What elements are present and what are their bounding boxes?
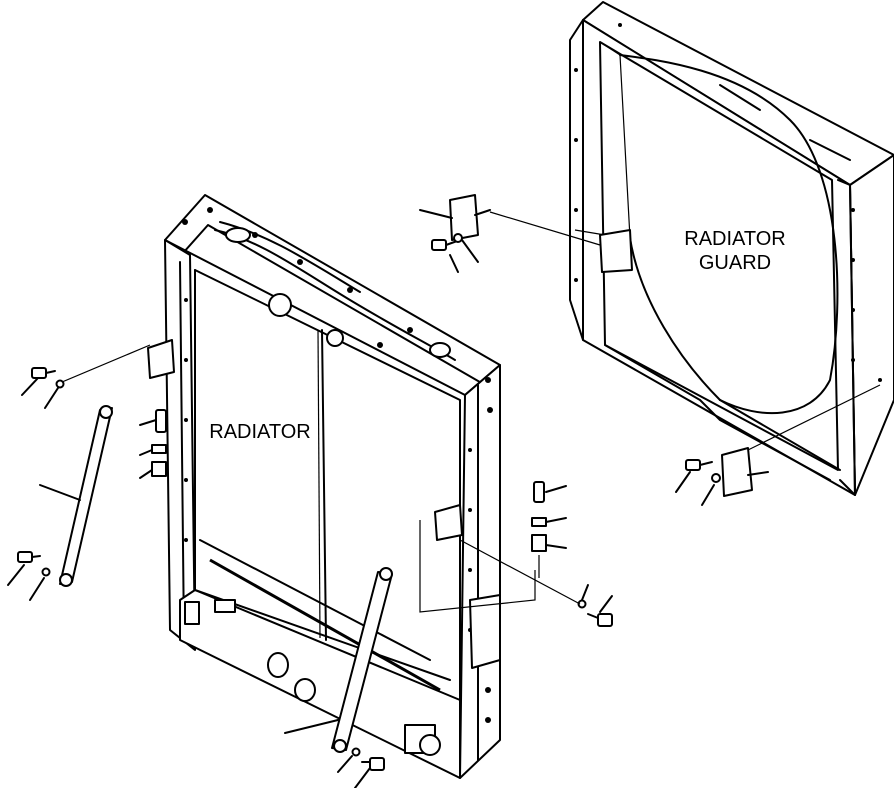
bolt-icon (17, 551, 41, 563)
bolt-icon (31, 367, 56, 379)
left-mount-hardware (139, 409, 167, 479)
washer-icon (351, 747, 361, 757)
left-stay-rod (39, 405, 113, 587)
bolt-icon (685, 459, 713, 471)
guard-upper-bracket (419, 194, 601, 273)
right-bolt-set (459, 539, 613, 627)
center-stay-rod (284, 567, 393, 753)
bolt-icon (587, 613, 613, 627)
radiator-guard-label-line1: RADIATOR (684, 228, 786, 250)
washer-icon (453, 233, 463, 243)
washer-icon (711, 473, 721, 483)
guard-lower-bracket (675, 384, 881, 506)
radiator-label: RADIATOR (209, 421, 311, 443)
radiator-guard (569, 1, 894, 496)
outlet-pipe-icon (267, 652, 289, 678)
washer-icon (55, 379, 65, 389)
radiator-guard-label-line2: GUARD (699, 252, 771, 274)
guard-mounting-holes (574, 23, 882, 382)
center-lower-bolt-set (337, 747, 385, 788)
outlet-pipe-icon (294, 678, 316, 702)
frame-bolts (182, 207, 493, 723)
bolt-icon (361, 757, 385, 771)
fitting-icon (326, 329, 344, 347)
left-upper-bolt-set (21, 344, 151, 409)
washer-icon (41, 567, 51, 577)
bolt-icon (431, 239, 461, 251)
right-mount-hardware (531, 481, 567, 578)
left-lower-bolt-set (7, 551, 51, 601)
filler-cap-icon (268, 293, 292, 317)
radiator (147, 194, 536, 779)
